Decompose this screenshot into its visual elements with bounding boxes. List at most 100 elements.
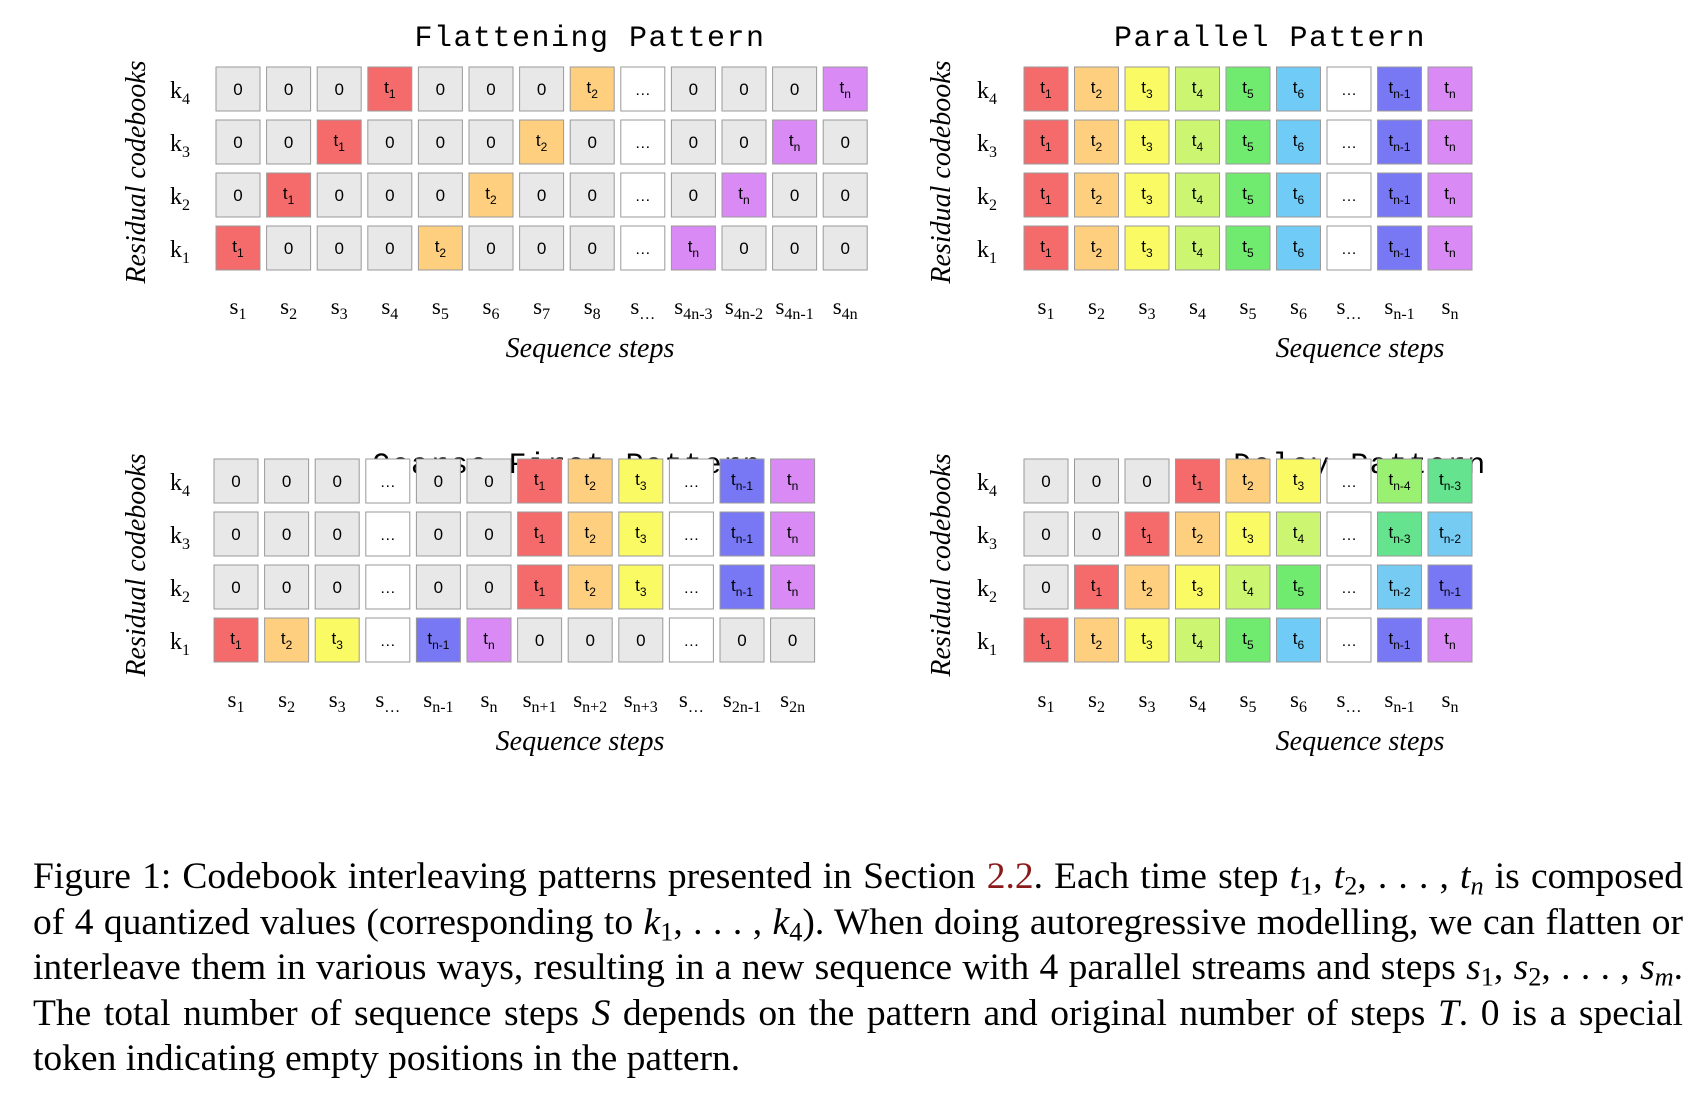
empty-token-label: 0 (231, 525, 240, 544)
time-step-token-label: t4 (1192, 78, 1204, 101)
time-step-token-label: t1 (1141, 523, 1153, 546)
token-cell (719, 458, 765, 504)
time-step-token-label: t3 (1141, 78, 1153, 101)
token-cell (822, 119, 868, 165)
empty-token-label: 0 (385, 186, 394, 205)
token-cell (1124, 225, 1170, 271)
token-cell (618, 564, 664, 610)
empty-token-label: 0 (436, 80, 445, 99)
token-cell (620, 172, 666, 218)
token-cell (1377, 119, 1422, 165)
time-step-token-label: t2 (1091, 184, 1103, 207)
codebook-row-label: k1 (170, 629, 190, 659)
token-cell (519, 225, 565, 271)
token-cell (367, 66, 413, 112)
sequence-step-label: s2 (1088, 687, 1105, 716)
empty-token-label: 0 (334, 80, 343, 99)
ellipsis-label: … (1341, 633, 1357, 650)
token-cell (1124, 564, 1170, 610)
token-cell (1377, 511, 1422, 557)
empty-token-label: 0 (790, 186, 799, 205)
empty-token-label: 0 (587, 133, 596, 152)
sequence-step-label: s… (1337, 687, 1362, 716)
time-step-token-label: t2 (1091, 237, 1103, 260)
time-step-token-label: t2 (1192, 523, 1204, 546)
empty-token-label: 0 (385, 239, 394, 258)
token-cell (620, 66, 666, 112)
token-cell (314, 617, 360, 663)
token-cell (772, 119, 818, 165)
time-step-token-label: t5 (1242, 131, 1254, 154)
token-cell (1225, 119, 1271, 165)
time-step-token-label: t1 (230, 629, 242, 652)
sequence-step-label: s… (1337, 294, 1362, 323)
time-step-token-label: t2 (584, 523, 596, 546)
token-cell (213, 458, 259, 504)
token-cell (1074, 511, 1119, 557)
empty-token-label: 0 (434, 472, 443, 491)
time-step-token-label: t4 (1192, 237, 1204, 260)
token-cell (517, 564, 563, 610)
empty-token-label: 0 (486, 80, 495, 99)
token-cell (670, 172, 716, 218)
time-step-token-label: tn (738, 184, 749, 207)
token-cell (1427, 564, 1473, 610)
empty-token-label: 0 (1041, 472, 1050, 491)
sequence-step-label: s6 (1290, 687, 1307, 716)
token-cell (1124, 119, 1170, 165)
time-step-token-label: tn-1 (731, 576, 753, 599)
empty-token-label: 0 (689, 133, 698, 152)
x-axis-label: Sequence steps (1276, 333, 1445, 364)
token-cell (415, 458, 461, 504)
ellipsis-label: … (380, 580, 396, 597)
token-cell (1175, 225, 1220, 271)
token-cell (1377, 564, 1422, 610)
token-cell (1074, 66, 1119, 112)
token-cell (620, 225, 666, 271)
empty-token-label: 0 (737, 631, 746, 650)
empty-token-label: 0 (790, 80, 799, 99)
sequence-step-label: s1 (228, 687, 245, 716)
empty-token-label: 0 (233, 186, 242, 205)
time-step-token-label: tn-4 (1388, 470, 1410, 493)
time-step-token-label: t1 (384, 78, 396, 101)
empty-token-label: 0 (537, 239, 546, 258)
sequence-step-label: s2n-1 (723, 687, 761, 716)
token-cell (1175, 119, 1220, 165)
token-cell (1124, 458, 1170, 504)
empty-token-label: 0 (840, 186, 849, 205)
token-cell (770, 617, 816, 663)
token-cell (569, 66, 615, 112)
empty-token-label: 0 (689, 186, 698, 205)
time-step-token-label: tn-1 (731, 470, 753, 493)
empty-token-label: 0 (334, 186, 343, 205)
token-cell (517, 458, 563, 504)
time-step-token-label: t3 (635, 523, 647, 546)
empty-token-label: 0 (434, 525, 443, 544)
time-step-token-label: t3 (635, 576, 647, 599)
empty-token-label: 0 (484, 525, 493, 544)
time-step-token-label: tn (688, 237, 699, 260)
token-cell (1225, 66, 1271, 112)
token-cell (1427, 511, 1473, 557)
section-ref-link[interactable]: 2.2 (986, 856, 1034, 897)
token-cell (1276, 617, 1321, 663)
token-cell (1074, 225, 1119, 271)
x-axis-label: Sequence steps (496, 726, 665, 757)
sequence-step-label: s3 (331, 294, 348, 323)
time-step-token-label: t3 (1242, 523, 1254, 546)
token-cell (668, 564, 714, 610)
codebook-row-label: k2 (170, 576, 190, 606)
time-step-token-label: tn-1 (1388, 78, 1410, 101)
time-step-token-label: tn-1 (1388, 131, 1410, 154)
empty-token-label: 0 (788, 631, 797, 650)
token-cell (466, 511, 512, 557)
empty-token-label: 0 (840, 133, 849, 152)
codebook-row-label: k4 (977, 78, 997, 108)
empty-token-label: 0 (233, 80, 242, 99)
sequence-step-label: sn (481, 687, 498, 716)
sequence-step-label: s2 (278, 687, 295, 716)
empty-token-label: 0 (332, 578, 341, 597)
token-cell (1074, 119, 1119, 165)
token-cell (266, 225, 312, 271)
